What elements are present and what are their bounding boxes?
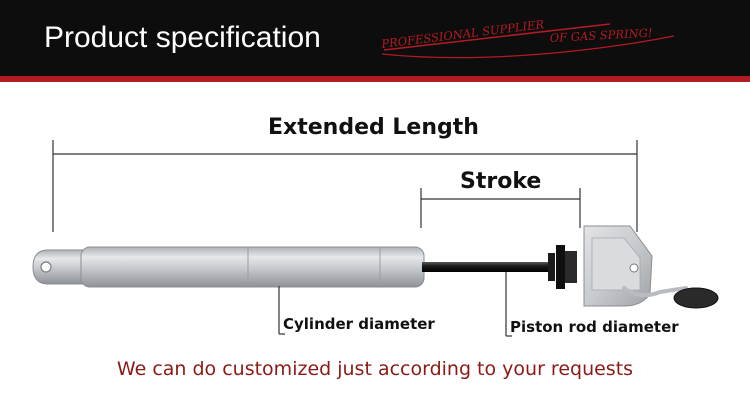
extended-length-label: Extended Length — [268, 115, 479, 140]
end-bracket-face — [591, 237, 641, 291]
stroke-label: Stroke — [460, 169, 542, 194]
header-bar — [0, 0, 750, 76]
slogan-swoosh-upper — [383, 23, 611, 51]
cylinder-diameter-marker — [278, 286, 285, 335]
piston-rod — [422, 262, 550, 272]
piston-rod-diameter-label: Piston rod diameter — [510, 318, 679, 336]
slogan-swoosh-lower — [381, 35, 675, 59]
gas-spring — [32, 225, 719, 309]
rod-nut-2 — [556, 245, 565, 289]
page-title: Product specification — [44, 21, 321, 54]
eye-end-hole — [40, 261, 52, 273]
slogan-text-right: OF GAS SPRING! — [549, 26, 652, 45]
rod-nut-1 — [548, 253, 555, 281]
stroke-dimension — [420, 188, 581, 228]
extended-length-dimension — [52, 140, 638, 232]
release-lever — [622, 286, 688, 298]
lever-knob — [673, 287, 719, 309]
cylinder-diameter-label: Cylinder diameter — [283, 315, 435, 333]
bracket-hole — [629, 263, 639, 273]
customization-note: We can do customized just according to y… — [116, 358, 634, 380]
eye-end-fitting — [32, 249, 84, 285]
piston-rod-diameter-marker — [505, 272, 512, 337]
header-accent-line — [0, 76, 750, 82]
rod-thread — [565, 251, 577, 283]
slogan-logo: PROFESSIONAL SUPPLIER OF GAS SPRING! — [380, 17, 675, 59]
cylinder-body — [80, 246, 425, 288]
